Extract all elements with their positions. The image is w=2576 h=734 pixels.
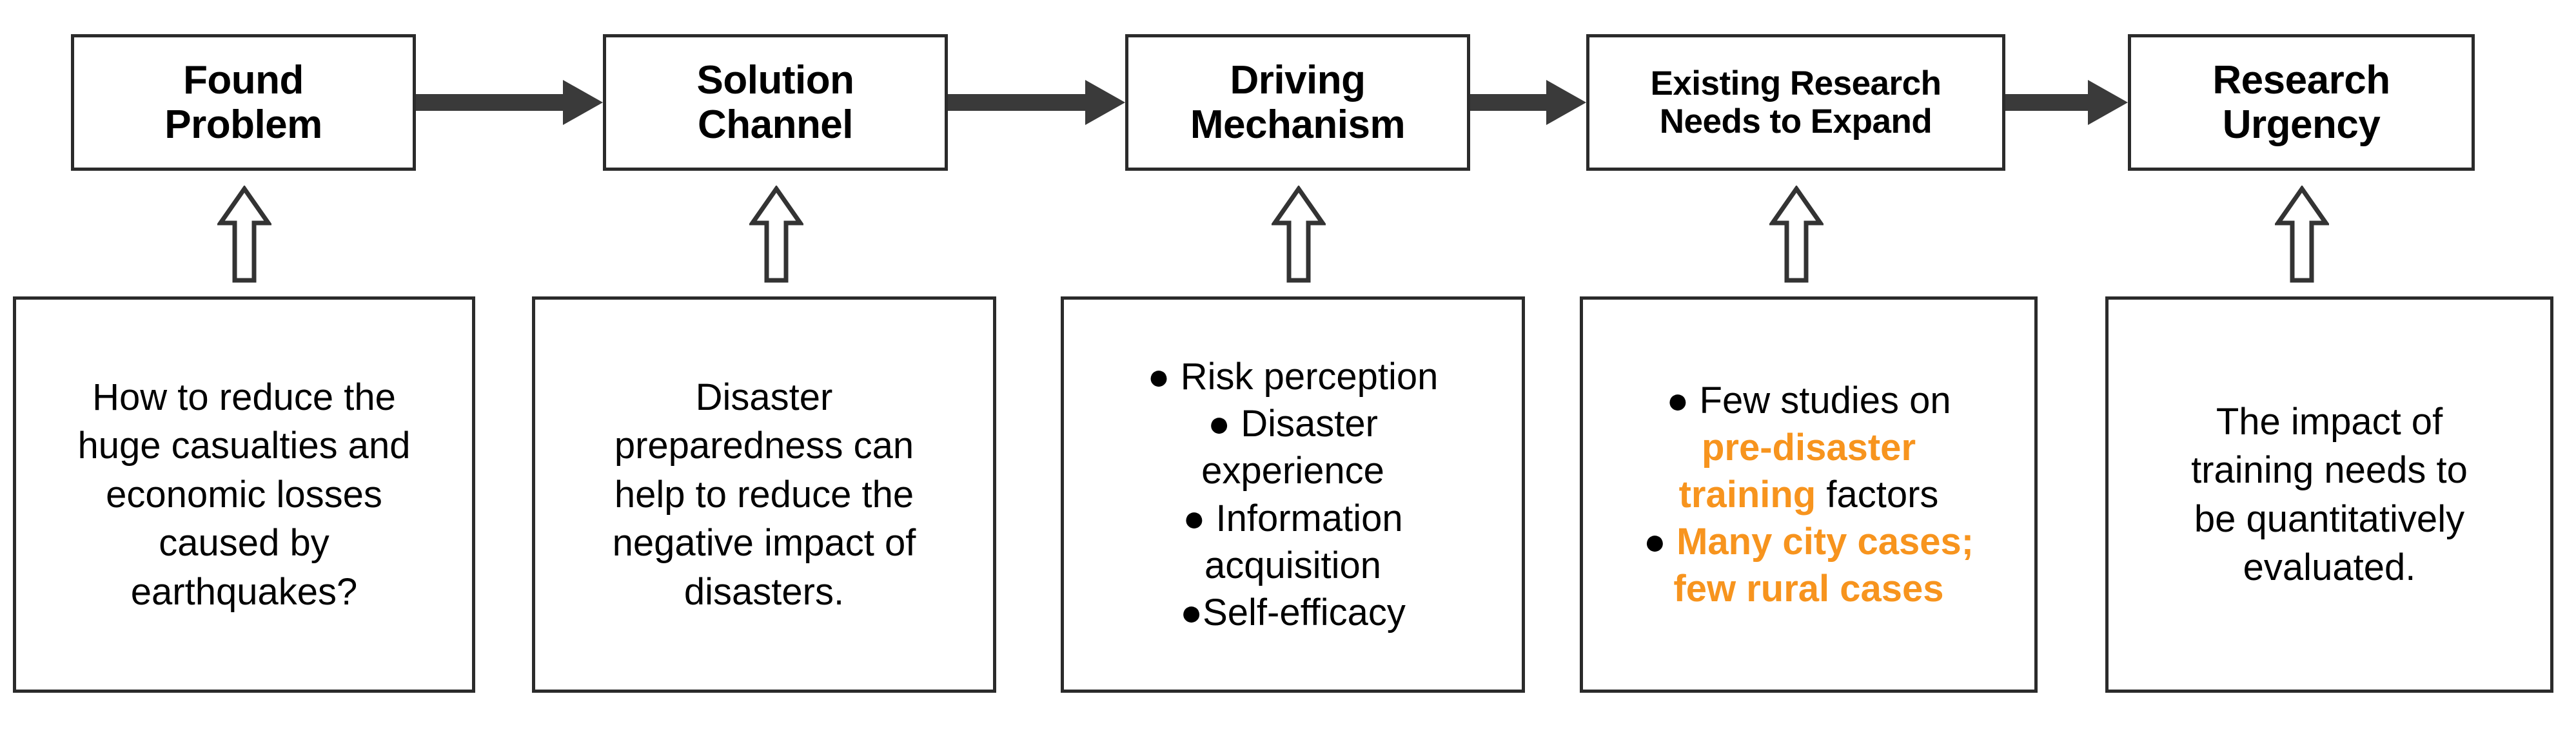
detail-line: ● Many city cases; bbox=[1592, 518, 2025, 565]
arrow-up-outline-icon bbox=[1769, 186, 1824, 283]
stage-detail-text: Disaster preparedness can help to reduce… bbox=[612, 376, 916, 613]
arrow-up-outline-icon bbox=[1272, 186, 1326, 283]
stage-header-driving-mechanism[interactable]: Driving Mechanism bbox=[1125, 34, 1470, 171]
stage-header-label: Found Problem bbox=[164, 57, 322, 147]
support-arrow-up-5 bbox=[2275, 186, 2329, 284]
flow-arrow-right-2 bbox=[948, 80, 1125, 125]
arrow-shaft bbox=[948, 94, 1088, 111]
stage-detail-bullet-list: ● Risk perception ● Disaster experience … bbox=[1147, 356, 1439, 633]
stage-detail-solution-channel[interactable]: Disaster preparedness can help to reduce… bbox=[532, 296, 996, 693]
stage-header-found-problem[interactable]: Found Problem bbox=[71, 34, 416, 171]
arrow-head-icon bbox=[1546, 80, 1586, 125]
arrow-shaft bbox=[2005, 94, 2090, 111]
detail-segment: few rural cases bbox=[1673, 568, 1944, 610]
support-arrow-up-3 bbox=[1272, 186, 1326, 284]
stage-header-research-urgency[interactable]: Research Urgency bbox=[2128, 34, 2475, 171]
arrow-up-outline-icon bbox=[217, 186, 271, 283]
detail-segment: ● bbox=[1643, 521, 1677, 563]
arrow-shaft bbox=[1470, 94, 1549, 111]
stage-header-label: Solution Channel bbox=[696, 57, 854, 147]
flow-arrow-right-3 bbox=[1470, 80, 1586, 125]
arrow-head-icon bbox=[563, 80, 603, 125]
stage-header-solution-channel[interactable]: Solution Channel bbox=[603, 34, 948, 171]
stage-detail-text: The impact of training needs to be quant… bbox=[2191, 400, 2468, 588]
arrow-up-outline-icon bbox=[2275, 186, 2329, 283]
arrow-up-outline-icon bbox=[749, 186, 803, 283]
detail-segment: ● Few studies on bbox=[1666, 379, 1951, 421]
support-arrow-up-4 bbox=[1769, 186, 1824, 284]
stage-detail-text: How to reduce the huge casualties and ec… bbox=[77, 376, 411, 613]
support-arrow-up-2 bbox=[749, 186, 803, 284]
detail-line: training factors bbox=[1592, 471, 2025, 518]
stage-header-label: Existing Research Needs to Expand bbox=[1650, 64, 1942, 140]
arrow-head-icon bbox=[1085, 80, 1125, 125]
detail-segment: training bbox=[1678, 473, 1816, 516]
detail-segment: factors bbox=[1816, 473, 1939, 516]
flow-arrow-right-1 bbox=[416, 80, 603, 125]
stage-detail-driving-mechanism[interactable]: ● Risk perception ● Disaster experience … bbox=[1061, 296, 1525, 693]
detail-segment: pre-disaster bbox=[1701, 426, 1916, 468]
detail-line: few rural cases bbox=[1592, 565, 2025, 612]
detail-line: ● Few studies on bbox=[1592, 377, 2025, 424]
stage-header-label: Driving Mechanism bbox=[1190, 57, 1406, 147]
stage-header-label: Research Urgency bbox=[2212, 57, 2390, 147]
support-arrow-up-1 bbox=[217, 186, 271, 284]
detail-line: pre-disaster bbox=[1592, 424, 2025, 471]
stage-detail-found-problem[interactable]: How to reduce the huge casualties and ec… bbox=[13, 296, 475, 693]
stage-detail-research-urgency[interactable]: The impact of training needs to be quant… bbox=[2105, 296, 2553, 693]
flow-arrow-right-4 bbox=[2005, 80, 2128, 125]
stage-header-existing-research-needs-to-expand[interactable]: Existing Research Needs to Expand bbox=[1586, 34, 2005, 171]
detail-segment-highlight: Many city cases; bbox=[1676, 521, 1974, 563]
arrow-head-icon bbox=[2088, 80, 2128, 125]
arrow-shaft bbox=[416, 94, 565, 111]
